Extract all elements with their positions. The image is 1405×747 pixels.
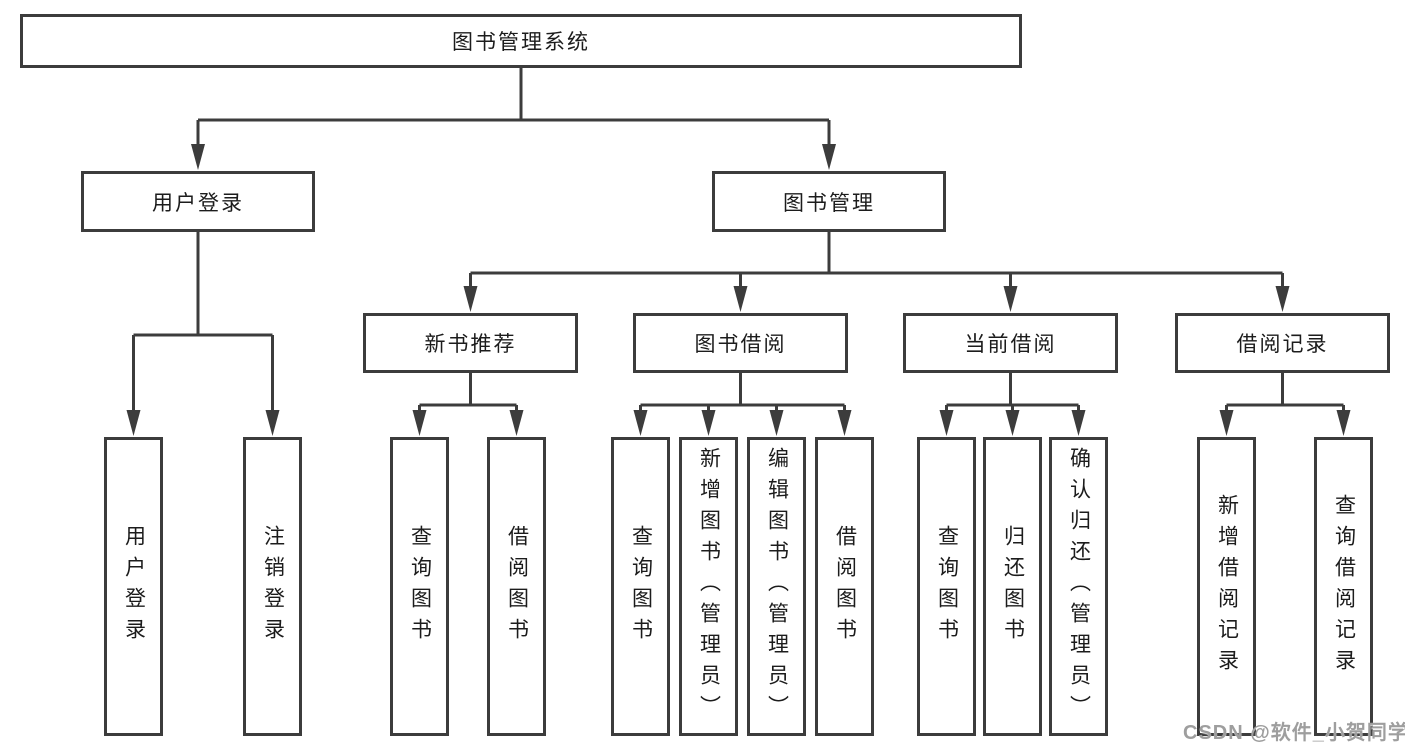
node-book-management: 图书管理	[712, 171, 946, 232]
node-new-book-recommend: 新书推荐	[363, 313, 578, 373]
leaf-return-books: 归还图书	[983, 437, 1042, 736]
leaf-borrow-books: 借阅图书	[815, 437, 874, 736]
leaf-logout: 注销登录	[243, 437, 302, 736]
leaf-query-borrow-record: 查询借阅记录	[1314, 437, 1373, 736]
leaf-query-books: 查询图书	[611, 437, 670, 736]
arrowheads	[126, 144, 1351, 436]
leaf-add-book-admin: 新增图书（管理员）	[679, 437, 738, 736]
leaf-query-books: 查询图书	[390, 437, 449, 736]
node-current-borrow: 当前借阅	[903, 313, 1118, 373]
node-user-login: 用户登录	[81, 171, 315, 232]
leaf-add-borrow-record: 新增借阅记录	[1197, 437, 1256, 736]
leaf-borrow-books: 借阅图书	[487, 437, 546, 736]
node-root-system: 图书管理系统	[20, 14, 1022, 68]
leaf-edit-book-admin: 编辑图书（管理员）	[747, 437, 806, 736]
node-book-borrow: 图书借阅	[633, 313, 848, 373]
leaf-query-books: 查询图书	[917, 437, 976, 736]
leaf-confirm-return-admin: 确认归还（管理员）	[1049, 437, 1108, 736]
csdn-watermark: CSDN @软件_小贺同学	[1183, 722, 1405, 744]
node-borrow-records: 借阅记录	[1175, 313, 1390, 373]
leaf-user-login: 用户登录	[104, 437, 163, 736]
